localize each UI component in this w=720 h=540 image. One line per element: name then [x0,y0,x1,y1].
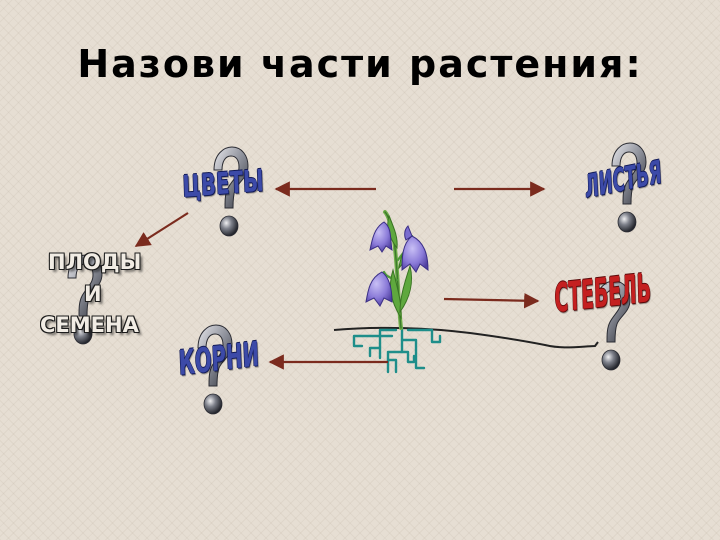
question-mark-icon [67,254,103,345]
question-mark-icon [611,142,647,233]
arrows [134,181,546,370]
slide-title: Назови части растения: [77,42,643,86]
plant-roots [352,326,442,374]
question-mark-icon [595,280,631,371]
label-fruits-line3: СЕМЕНА [40,313,139,337]
ground-line [333,326,599,349]
label-flowers: ЦВЕТЫ [182,163,265,205]
label-fruits-line1: ПЛОДЫ [48,250,142,274]
arrow-to-fruits [134,212,189,247]
arrow-to-stem [443,293,540,309]
question-mark-icon [213,146,249,237]
question-mark-icon [197,324,233,415]
plant-flowers [365,221,429,307]
label-fruits-line2: И [84,282,102,306]
